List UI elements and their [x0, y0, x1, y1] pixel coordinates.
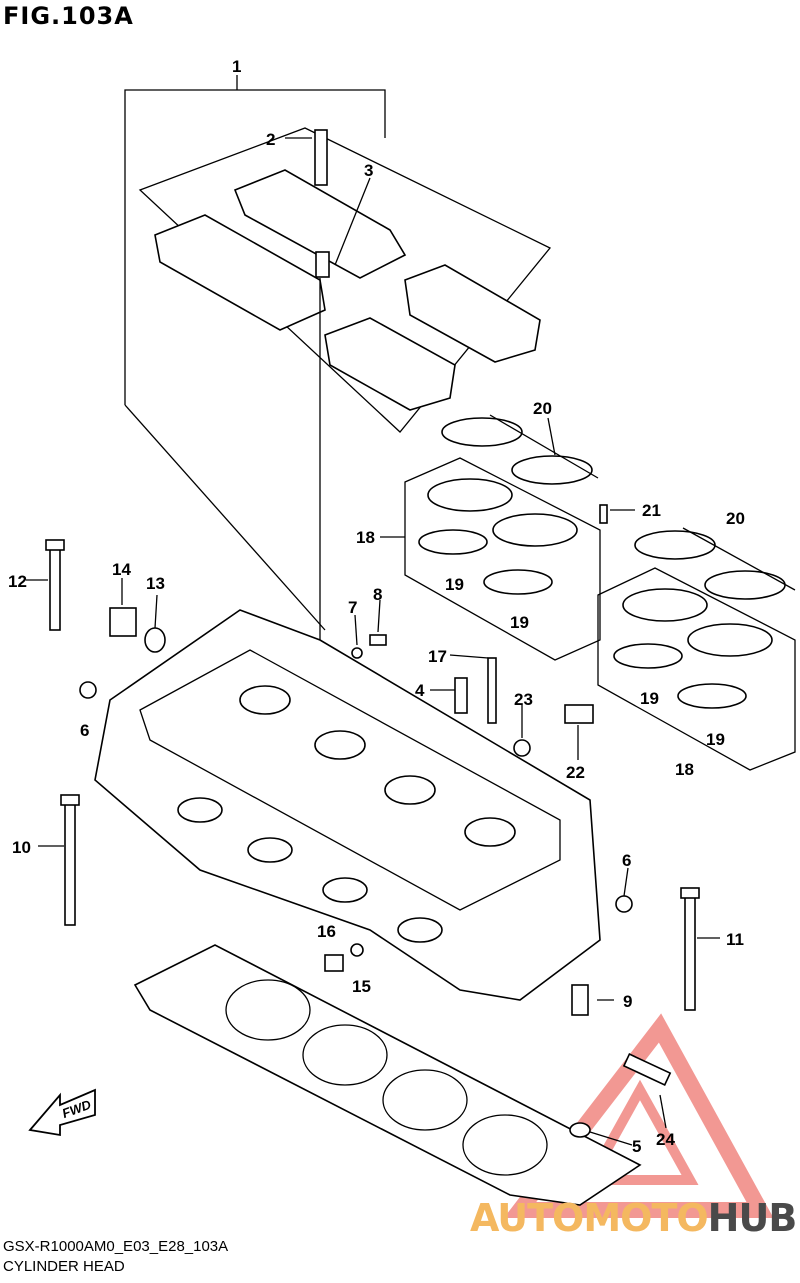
part-label-19: 19	[510, 613, 529, 632]
part-label-11: 11	[726, 930, 744, 949]
part-label-19: 19	[445, 575, 464, 594]
part-label-9: 9	[623, 992, 632, 1011]
part-label-18: 18	[675, 760, 694, 779]
part-label-20: 20	[726, 509, 745, 528]
part-label-20: 20	[533, 399, 552, 418]
camshaft-holder-group	[124, 75, 552, 655]
figure-title: FIG.103A	[3, 2, 134, 30]
part-label-6: 6	[80, 721, 89, 740]
part-label-7: 7	[348, 598, 357, 617]
part-label-8: 8	[373, 585, 382, 604]
part-label-3: 3	[364, 161, 373, 180]
small-parts	[45, 539, 700, 1138]
part-label-17: 17	[428, 647, 447, 666]
fwd-arrow-icon: FWD	[28, 1088, 96, 1137]
part-label-21: 21	[642, 501, 661, 520]
part-label-5: 5	[632, 1137, 641, 1156]
intake-pipe-group-left	[404, 414, 608, 661]
part-label-19: 19	[640, 689, 659, 708]
cylinder-head	[94, 609, 601, 1001]
part-label-24: 24	[656, 1130, 675, 1149]
watermark-part2: HUB	[707, 1196, 798, 1240]
part-label-23: 23	[514, 690, 533, 709]
figure-code: GSX-R1000AM0_E03_E28_103A	[3, 1238, 229, 1255]
part-label-16: 16	[317, 922, 336, 941]
part-label-18: 18	[356, 528, 375, 547]
figure-name: CYLINDER HEAD	[3, 1258, 125, 1275]
cylinder-head-gasket	[133, 944, 642, 1206]
watermark-logo: AUTOMOTOHUB	[470, 1196, 798, 1240]
part-label-13: 13	[146, 574, 165, 593]
part-label-2: 2	[266, 130, 275, 149]
part-label-4: 4	[415, 681, 425, 700]
part-label-10: 10	[12, 838, 31, 857]
part-label-19: 19	[706, 730, 725, 749]
part-label-1: 1	[232, 57, 241, 76]
leader-lines	[26, 137, 720, 1146]
part-label-12: 12	[8, 572, 27, 591]
part-label-14: 14	[112, 560, 131, 579]
watermark-triangle	[503, 1013, 774, 1218]
part-label-6: 6	[622, 851, 631, 870]
part-label-15: 15	[352, 977, 371, 996]
intake-pipe-group-right	[597, 527, 796, 771]
part-label-22: 22	[566, 763, 585, 782]
watermark-part1: AUTOMOTO	[470, 1196, 709, 1240]
